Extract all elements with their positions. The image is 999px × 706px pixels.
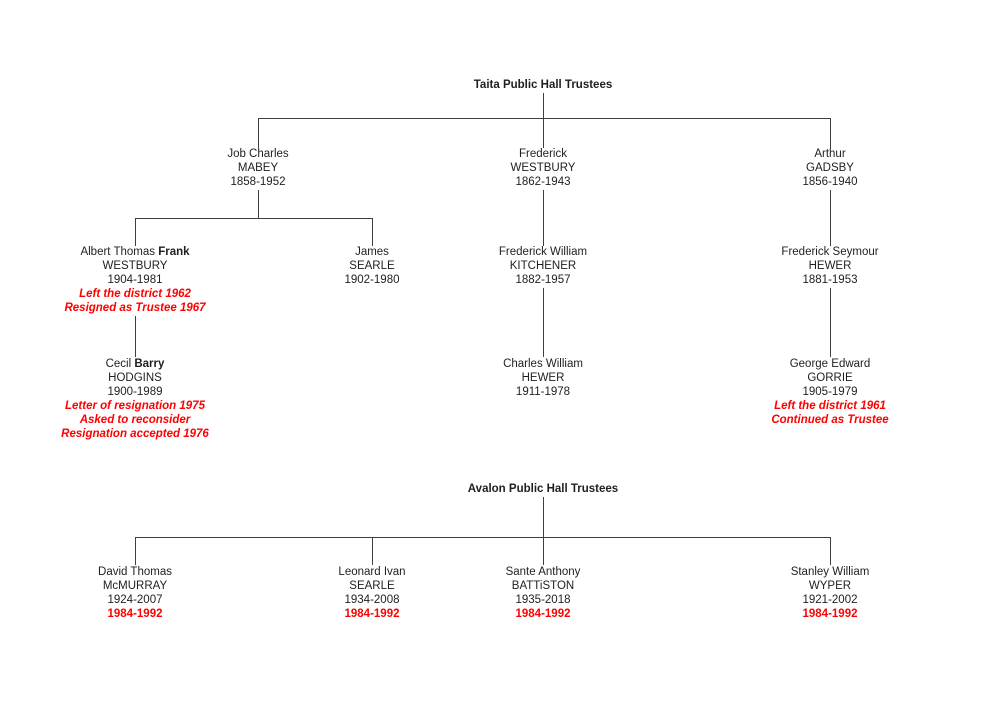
given-name-bold: Barry <box>134 358 165 370</box>
surname: WYPER <box>808 580 852 592</box>
connector-line <box>543 118 544 148</box>
given-name-bold: Frank <box>158 246 190 258</box>
surname: HODGINS <box>108 372 162 384</box>
person-node-hewer-charles: Charles William HEWER 1911-1978 <box>428 357 658 399</box>
person-node-searle-james: James SEARLE 1902-1980 <box>257 245 487 287</box>
person-node-hewer-frederick: Frederick Seymour HEWER 1881-1953 <box>715 245 945 287</box>
given-name: James <box>355 246 389 258</box>
connector-line <box>258 118 259 148</box>
connector-line <box>372 218 373 246</box>
surname: SEARLE <box>349 580 395 592</box>
surname: WESTBURY <box>102 260 168 272</box>
given-name: Cecil Barry <box>20 357 250 371</box>
life-years: 1882-1957 <box>515 274 571 286</box>
taita-tree-title: Taita Public Hall Trustees <box>473 79 613 91</box>
connector-line <box>830 190 831 246</box>
trustee-tenure: 1984-1992 <box>802 608 858 620</box>
life-years: 1924-2007 <box>107 594 163 606</box>
connector-line <box>543 93 544 118</box>
given-name-regular: Cecil <box>105 358 135 370</box>
annotation: Left the district 1962 <box>79 288 191 300</box>
life-years: 1902-1980 <box>344 274 400 286</box>
given-name: Sante Anthony <box>505 566 581 578</box>
life-years: 1911-1978 <box>515 386 571 398</box>
life-years: 1900-1989 <box>107 386 163 398</box>
person-node-mabey: Job Charles MABEY 1858-1952 <box>143 147 373 189</box>
given-name: Frederick William <box>498 246 588 258</box>
annotation: Resignation accepted 1976 <box>61 428 209 440</box>
life-years: 1904-1981 <box>107 274 163 286</box>
connector-line <box>543 288 544 357</box>
given-name: David Thomas <box>98 566 172 578</box>
connector-line <box>830 118 831 148</box>
person-node-gorrie: George Edward GORRIE 1905-1979 Left the … <box>715 357 945 427</box>
surname: GADSBY <box>806 162 854 174</box>
avalon-tree-title: Avalon Public Hall Trustees <box>467 483 619 495</box>
life-years: 1935-2018 <box>515 594 571 606</box>
trustee-tenure: 1984-1992 <box>107 608 163 620</box>
given-name: Charles William <box>503 358 583 370</box>
given-name: Job Charles <box>227 148 289 160</box>
surname: MABEY <box>237 162 279 174</box>
surname: WESTBURY <box>510 162 576 174</box>
connector-line <box>372 537 373 565</box>
given-name: Frederick Seymour <box>781 246 879 258</box>
connector-line <box>543 537 544 565</box>
surname: GORRIE <box>807 372 853 384</box>
connector-line <box>543 190 544 246</box>
person-node-westbury-frederick: Frederick WESTBURY 1862-1943 <box>428 147 658 189</box>
connector-line <box>258 190 259 218</box>
trustee-tenure: 1984-1992 <box>344 608 400 620</box>
person-node-mcmurray: David Thomas McMURRAY 1924-2007 1984-199… <box>20 565 250 621</box>
annotation: Resigned as Trustee 1967 <box>64 302 206 314</box>
person-node-wyper: Stanley William WYPER 1921-2002 1984-199… <box>715 565 945 621</box>
life-years: 1858-1952 <box>230 176 286 188</box>
connector-line <box>135 218 136 246</box>
given-name: Stanley William <box>790 566 870 578</box>
given-name-regular: Albert Thomas <box>80 246 159 258</box>
surname: SEARLE <box>349 260 395 272</box>
given-name: Albert Thomas Frank <box>20 245 250 259</box>
person-node-searle-leonard: Leonard Ivan SEARLE 1934-2008 1984-1992 <box>257 565 487 621</box>
surname: HEWER <box>521 372 565 384</box>
connector-line <box>830 537 831 565</box>
annotation: Letter of resignation 1975 <box>65 400 205 412</box>
surname: KITCHENER <box>509 260 577 272</box>
given-name: Frederick <box>519 148 567 160</box>
given-name: Arthur <box>814 148 846 160</box>
annotation: Asked to reconsider <box>79 414 191 426</box>
person-node-hodgins: Cecil Barry HODGINS 1900-1989 Letter of … <box>20 357 250 441</box>
surname: HEWER <box>808 260 852 272</box>
annotation: Left the district 1961 <box>774 400 886 412</box>
connector-line <box>135 316 136 357</box>
connector-line <box>543 497 544 537</box>
life-years: 1856-1940 <box>802 176 858 188</box>
person-node-battiston: Sante Anthony BATTiSTON 1935-2018 1984-1… <box>428 565 658 621</box>
connector-line <box>135 537 136 565</box>
given-name: George Edward <box>789 358 871 370</box>
connector-line <box>830 288 831 357</box>
life-years: 1881-1953 <box>802 274 858 286</box>
life-years: 1934-2008 <box>344 594 400 606</box>
connector-line <box>135 218 372 219</box>
person-node-kitchener: Frederick William KITCHENER 1882-1957 <box>428 245 658 287</box>
connector-line <box>258 118 830 119</box>
surname: BATTiSTON <box>511 580 575 592</box>
person-node-gadsby: Arthur GADSBY 1856-1940 <box>715 147 945 189</box>
annotation: Continued as Trustee <box>771 414 889 426</box>
trustee-tenure: 1984-1992 <box>515 608 571 620</box>
given-name: Leonard Ivan <box>338 566 406 578</box>
life-years: 1862-1943 <box>515 176 571 188</box>
person-node-westbury-frank: Albert Thomas Frank WESTBURY 1904-1981 L… <box>20 245 250 315</box>
life-years: 1905-1979 <box>802 386 858 398</box>
surname: McMURRAY <box>102 580 168 592</box>
life-years: 1921-2002 <box>802 594 858 606</box>
connector-line <box>135 537 830 538</box>
